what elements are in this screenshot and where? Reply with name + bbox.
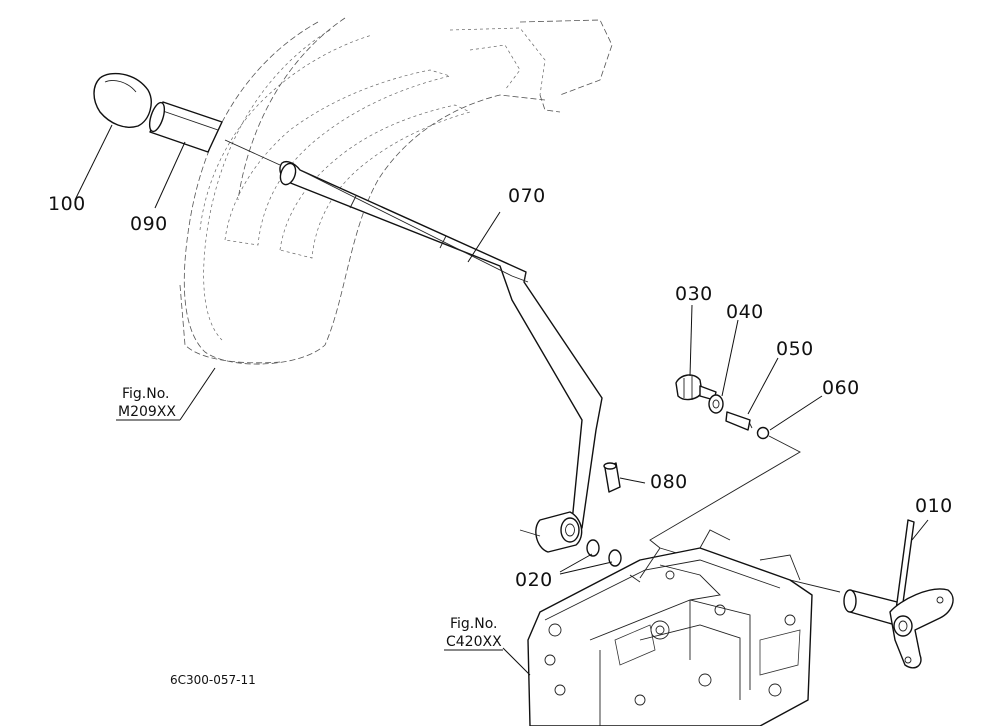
leader-lines (74, 124, 929, 676)
shift-arm-010 (739, 519, 954, 669)
knob-100 (93, 72, 152, 128)
transmission-housing (527, 529, 813, 726)
fig-ref-upper-line1: Fig.No. (122, 386, 170, 402)
callout-010: 010 (915, 495, 953, 517)
callout-030: 030 (675, 283, 713, 305)
ball-060 (756, 426, 770, 440)
fig-ref-upper: Fig.No. M209XX (116, 386, 180, 421)
callout-050: 050 (776, 338, 814, 360)
fig-ref-upper-line2: M209XX (118, 404, 176, 420)
o-rings-020 (586, 539, 622, 567)
fender-ghost-outline (179, 17, 613, 365)
callout-090: 090 (130, 213, 168, 235)
callout-020: 020 (515, 569, 553, 591)
callout-100: 100 (48, 193, 86, 215)
fig-ref-lower: Fig.No. C420XX (444, 616, 503, 651)
callout-060: 060 (822, 377, 860, 399)
plug-030 (675, 374, 703, 401)
drawing-code: 6C300-057-11 (170, 673, 256, 687)
fig-ref-lower-line1: Fig.No. (450, 616, 498, 632)
callout-040: 040 (726, 301, 764, 323)
detent-assembly (649, 374, 801, 561)
sleeve-090 (148, 101, 281, 166)
washer-040 (708, 394, 724, 414)
pin-080 (603, 462, 621, 493)
callout-070: 070 (508, 185, 546, 207)
shift-lever-070 (279, 161, 603, 553)
callout-080: 080 (650, 471, 688, 493)
fig-ref-lower-line2: C420XX (446, 634, 502, 650)
